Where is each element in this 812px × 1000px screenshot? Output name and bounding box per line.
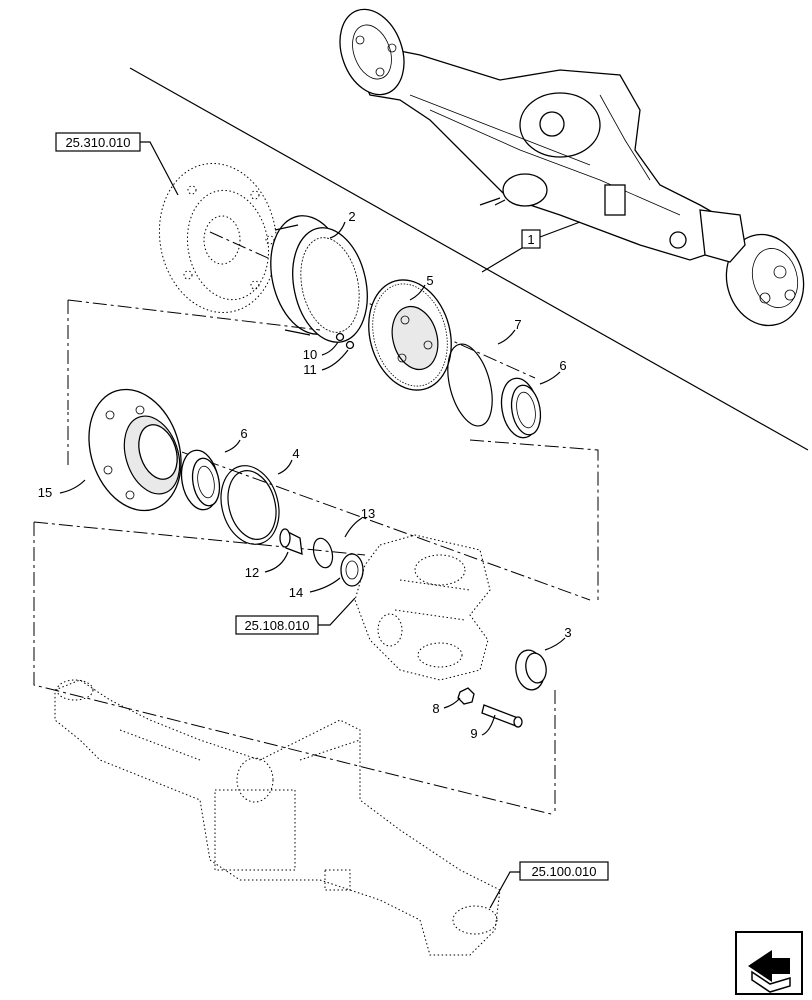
retaining-ring-part <box>220 465 280 545</box>
carrier-gear-part <box>368 279 452 391</box>
knuckle-reference-label: 25.108.010 <box>244 618 309 633</box>
callout-2[interactable]: 2 <box>348 209 355 224</box>
small-pin-parts <box>335 332 355 350</box>
next-page-arrow-icon[interactable] <box>735 931 803 995</box>
needle-bearing-part <box>340 553 364 587</box>
part-callouts: 2 5 7 6 10 11 15 6 4 12 13 14 3 8 9 <box>38 209 572 741</box>
callout-3[interactable]: 3 <box>564 625 571 640</box>
wheel-hub-part <box>88 388 182 512</box>
bearing-part-upper <box>500 377 542 439</box>
knuckle-reference-callout[interactable]: 25.108.010 <box>235 597 356 635</box>
nut-part <box>457 687 475 705</box>
bushing-part <box>279 528 303 555</box>
callout-6-upper[interactable]: 6 <box>559 358 566 373</box>
assembly-reference-callout[interactable]: 1 <box>481 221 581 273</box>
axle-assembly-illustration <box>129 8 809 451</box>
axle-beam-illustration <box>54 679 501 956</box>
callout-9[interactable]: 9 <box>470 726 477 741</box>
circlip-part <box>312 537 334 569</box>
callout-12[interactable]: 12 <box>245 565 259 580</box>
seal-part <box>515 649 547 691</box>
steering-knuckle-illustration <box>354 534 491 681</box>
callout-10[interactable]: 10 <box>303 347 317 362</box>
hub-reference-label: 25.310.010 <box>65 135 130 150</box>
callout-15[interactable]: 15 <box>38 485 52 500</box>
callout-6-lower[interactable]: 6 <box>240 426 247 441</box>
axle-reference-label: 25.100.010 <box>531 864 596 879</box>
bearing-part-lower <box>180 449 221 511</box>
axle-reference-callout[interactable]: 25.100.010 <box>489 861 609 909</box>
bolt-part <box>481 704 523 728</box>
hub-reference-callout[interactable]: 25.310.010 <box>55 132 179 196</box>
snap-ring-part <box>447 343 493 427</box>
callout-13[interactable]: 13 <box>361 506 375 521</box>
callout-7[interactable]: 7 <box>514 317 521 332</box>
ring-gear-part <box>270 215 368 343</box>
callout-4[interactable]: 4 <box>292 446 299 461</box>
callout-8[interactable]: 8 <box>432 701 439 716</box>
callout-14[interactable]: 14 <box>289 585 303 600</box>
callout-11[interactable]: 11 <box>303 362 317 377</box>
subassembly-boundary <box>33 299 599 816</box>
callout-5[interactable]: 5 <box>426 273 433 288</box>
assembly-reference-label: 1 <box>527 232 534 247</box>
